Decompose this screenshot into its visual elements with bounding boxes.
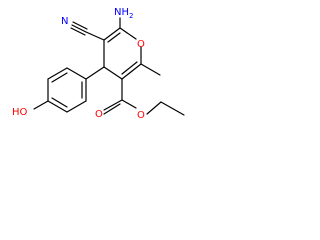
atom-label-ho: HO (12, 107, 28, 118)
bond-c2-methyl (140, 63, 161, 76)
bond-c2-c3 (121, 63, 142, 80)
atom-label-o-ester: O (137, 110, 145, 121)
bond-c5-c6-double (107, 32, 121, 43)
bond-c5-cn (85, 31, 105, 41)
bond-carbonyl-o (103, 99, 123, 111)
bond-cn-triple-1 (71, 24, 87, 33)
bond-ch2-ch3 (160, 101, 185, 116)
atom-label-nh2: NH2 (114, 7, 133, 20)
bond-cn-triple-2 (72, 21, 88, 30)
atom-label-o-carbonyl: O (95, 109, 103, 120)
bond-cn-triple-3 (70, 27, 86, 36)
bond-c4-phenyl (85, 66, 105, 80)
bond-ph-2 (47, 67, 68, 80)
bond-c2-c3-double (121, 61, 138, 75)
bond-ccarbonyl-oester (121, 99, 137, 109)
bond-c3-c4 (103, 66, 123, 80)
bond-ph-inner-1 (51, 72, 68, 83)
atom-label-o-ring: O (137, 39, 145, 50)
molecule-drawing: N NH2 O O O HO (12, 7, 185, 121)
bond-ph-inner-2 (51, 97, 68, 108)
atom-label-n: N (61, 16, 68, 27)
bond-carbonyl-o-double (103, 103, 121, 115)
bond-oester-ch2 (146, 101, 162, 115)
bond-ph-5 (66, 100, 87, 113)
structure-diagram: N NH2 O O O HO (0, 0, 207, 146)
bond-ph-4 (47, 100, 68, 113)
bond-ph-1 (66, 67, 87, 80)
bond-c6-o1 (119, 27, 137, 40)
bond-ph-oh (33, 100, 49, 110)
bond-c5-c6 (103, 27, 121, 41)
